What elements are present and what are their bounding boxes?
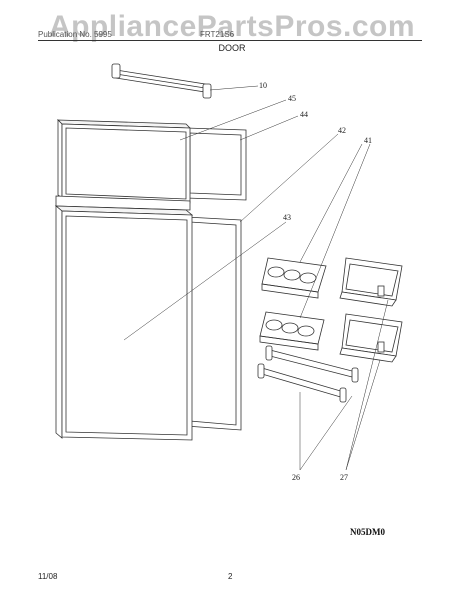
callout-45: 45 — [288, 94, 296, 103]
door-bin-lower-part — [339, 313, 403, 363]
diagram-code: N05DM0 — [350, 527, 385, 537]
section-title: DOOR — [218, 43, 246, 53]
footer-date: 11/08 — [38, 572, 58, 581]
egg-tray-lower-part — [259, 311, 325, 351]
watermark: AppliancePartsPros.com — [48, 10, 416, 43]
header-model-text: FRT21S6 — [200, 30, 235, 39]
freezer-door-part — [55, 119, 191, 211]
door-bin-upper-part — [339, 257, 403, 307]
header-publication-text: Publication No. 5995 — [38, 30, 112, 39]
leader-lines — [123, 85, 389, 471]
fresh-food-gasket-part — [185, 216, 242, 431]
callout-41: 41 — [364, 136, 372, 145]
callout-26: 26 — [292, 473, 300, 482]
freezer-gasket-part — [185, 127, 247, 201]
door-handle-part — [111, 63, 212, 99]
shelf-retainer-upper-part — [265, 345, 359, 383]
callout-27: 27 — [340, 473, 348, 482]
callout-44: 44 — [300, 110, 308, 119]
egg-tray-upper-part — [261, 257, 327, 299]
page-number: 2 — [228, 572, 233, 581]
callout-43: 43 — [283, 213, 291, 222]
callout-42: 42 — [338, 126, 346, 135]
header-rule — [38, 40, 422, 41]
callout-10: 10 — [259, 81, 267, 90]
shelf-retainer-lower-part — [257, 363, 347, 403]
fresh-food-door-part — [54, 205, 194, 441]
